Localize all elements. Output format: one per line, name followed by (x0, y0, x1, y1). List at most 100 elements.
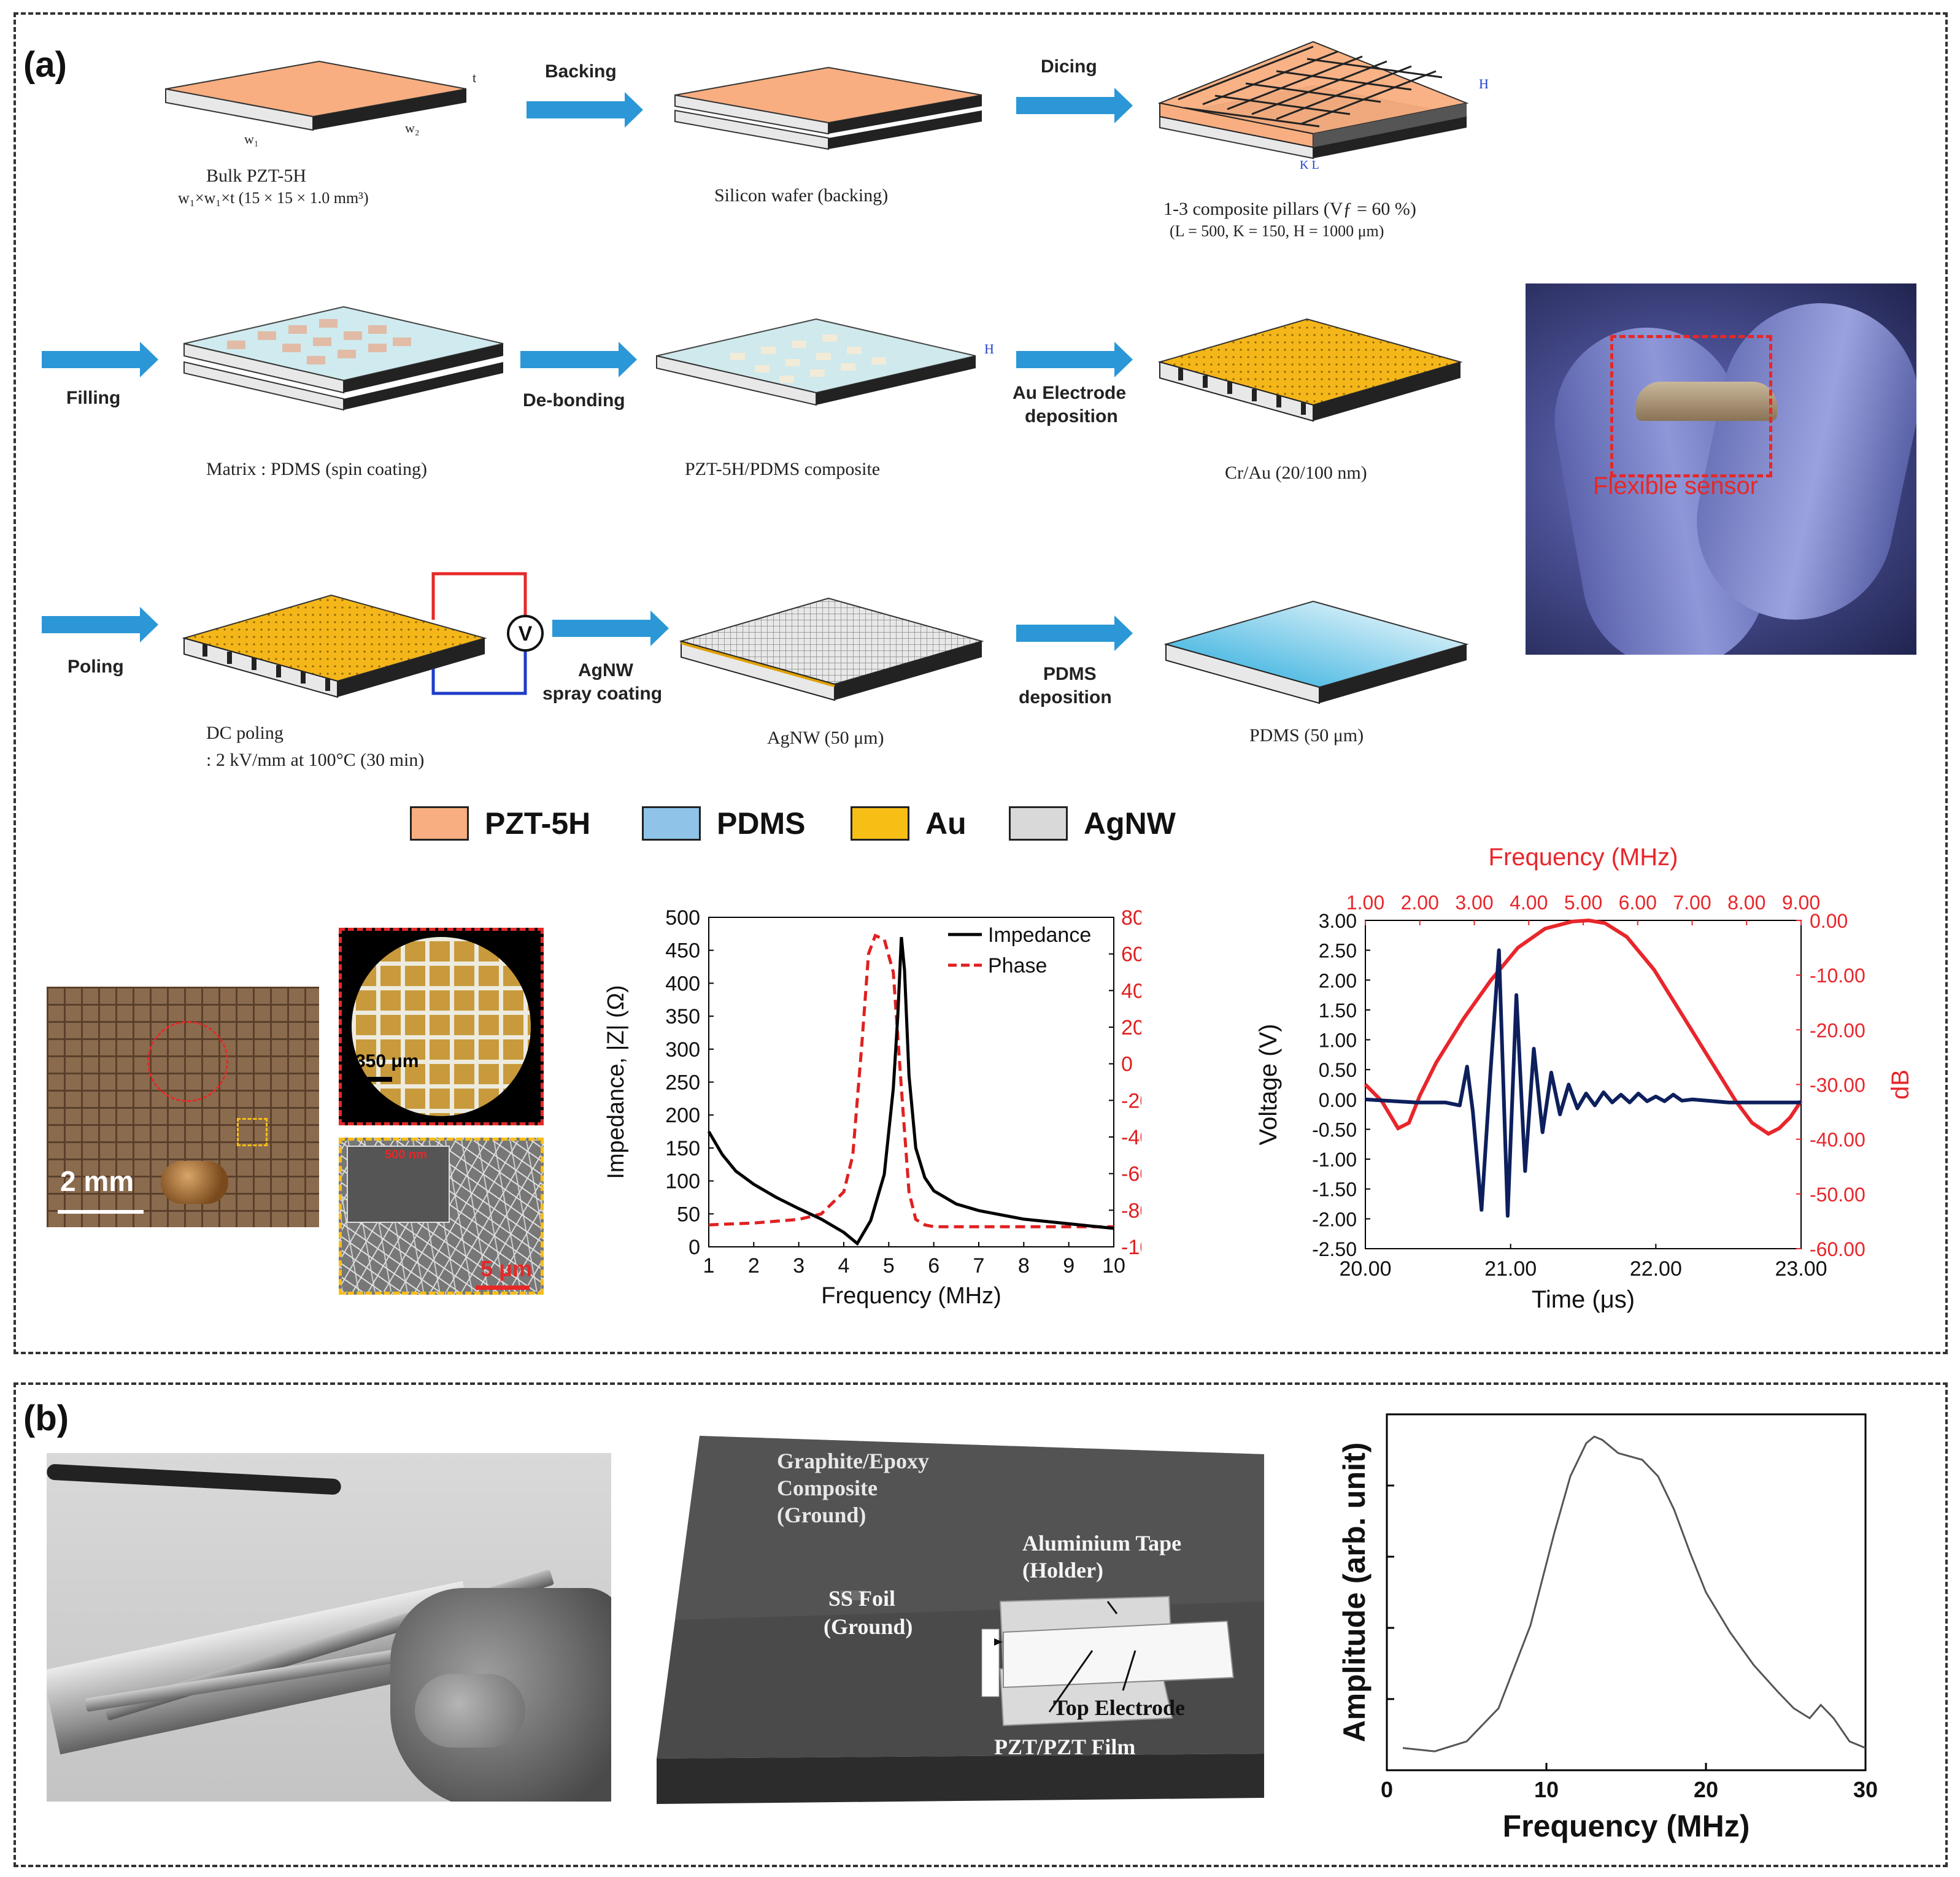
matrix-pdms-block (183, 306, 504, 411)
phase-series-line (708, 933, 1114, 1228)
bulk-pzt-block (165, 60, 467, 131)
step-filling: Filling (66, 388, 121, 408)
caption-bulk-1: Bulk PZT-5H (206, 166, 307, 186)
y2-tick-label: -80 (1121, 1199, 1141, 1222)
label-graphite-2: Composite (777, 1476, 878, 1500)
y-tick-label: 3.00 (1319, 910, 1357, 932)
step-pdms-deposition-2: deposition (1019, 687, 1112, 707)
y2-tick-label: 60 (1121, 943, 1141, 966)
x2-axis-title: Frequency (MHz) (1489, 844, 1678, 871)
caption-pillars-1: 1-3 composite pillars (Vƒ = 60 %) (1163, 199, 1416, 219)
dim-h-composite: H (984, 341, 994, 357)
dim-h-pillars: H (1479, 76, 1489, 91)
y-tick-label: 150 (665, 1137, 700, 1160)
y-tick-label: -2.50 (1312, 1238, 1357, 1260)
x2-tick-label: 6.00 (1619, 892, 1657, 914)
x2-tick-label: 5.00 (1564, 892, 1602, 914)
legend-pdms: PDMS (642, 806, 805, 841)
legend-swatch-au (851, 806, 909, 841)
step-poling: Poling (68, 657, 124, 677)
arrow-debonding (520, 342, 637, 377)
y-tick-label: 450 (665, 939, 700, 963)
y-tick-label: 0 (689, 1236, 700, 1259)
arrow-filling (42, 342, 158, 377)
y-tick-label: 1.00 (1319, 1030, 1357, 1052)
caption-silicon: Silicon wafer (backing) (714, 185, 889, 206)
x-axis-title: Frequency (MHz) (1503, 1809, 1750, 1843)
step-agnw-1: AgNW (578, 660, 633, 680)
caption-agnw: AgNW (50 μm) (767, 728, 884, 748)
step-pdms-deposition-1: PDMS (1043, 664, 1097, 684)
x-axis-title: Frequency (MHz) (821, 1283, 1001, 1309)
sem-marker-box (237, 1118, 268, 1146)
x-tick-label: 7 (973, 1254, 985, 1278)
y2-tick-label: -20.00 (1810, 1019, 1865, 1041)
legend-agnw: AgNW (1009, 806, 1176, 841)
y2-tick-label: 0.00 (1810, 910, 1848, 932)
composite-plate-photo: Graphite/Epoxy Composite (Ground) Alumin… (650, 1417, 1276, 1808)
y-tick-label: -2.00 (1312, 1208, 1357, 1230)
sem-image: 500 nm 5 μm (339, 1138, 544, 1295)
arrow-backing (527, 92, 643, 128)
y2-axis-title: dB (1887, 1070, 1914, 1100)
label-ss-foil-2: (Ground) (824, 1614, 913, 1639)
solder-blob (161, 1161, 228, 1204)
zoom-circle (147, 1021, 228, 1102)
x2-tick-label: 2.00 (1401, 892, 1439, 914)
label-pzt-film: PZT/PZT Film (994, 1735, 1136, 1759)
step-debonding: De-bonding (523, 390, 625, 410)
legend-phase-label: Phase (988, 954, 1047, 977)
legend-impedance-label: Impedance (988, 923, 1091, 947)
scale-label-5um: 5 μm (480, 1256, 533, 1281)
step-agnw-2: spray coating (542, 684, 663, 704)
scale-label-350um: 350 μm (355, 1051, 419, 1071)
caption-dc-poling-2: : 2 kV/mm at 100°C (30 min) (206, 750, 425, 770)
x-tick-label: 10 (1534, 1777, 1559, 1802)
zoom-inset-circle (352, 937, 531, 1116)
arrow-dicing (1016, 88, 1133, 123)
dim-kl: K L (1300, 158, 1319, 172)
x-tick-label: 30 (1853, 1777, 1878, 1802)
panel-a (14, 12, 1948, 1354)
caption-cr-au: Cr/Au (20/100 nm) (1225, 463, 1367, 483)
x-tick-label: 9 (1063, 1254, 1075, 1278)
flexible-sensor-label: Flexible sensor (1593, 472, 1759, 499)
arrow-pdms-deposition (1016, 615, 1133, 651)
sensor-highlight-box (1610, 335, 1772, 477)
x-axis-title: Time (μs) (1532, 1286, 1635, 1313)
caption-bulk-2: w₁×w₁×t (15 × 15 × 1.0 mm³) (178, 189, 369, 207)
x-tick-label: 2 (748, 1254, 760, 1278)
x-tick-label: 6 (928, 1254, 939, 1278)
x-tick-label: 10 (1102, 1254, 1125, 1278)
y2-tick-label: 20 (1121, 1016, 1141, 1039)
x2-tick-label: 8.00 (1727, 892, 1765, 914)
arrow-poling (42, 607, 158, 642)
sensor-device (1636, 382, 1777, 421)
y2-tick-label: -10.00 (1810, 965, 1865, 987)
pzt-pdms-composite-block (656, 318, 976, 406)
y-tick-label: 400 (665, 972, 700, 995)
legend-swatch-pdms (642, 806, 701, 841)
y-axis-title: Amplitude (arb. unit) (1337, 1443, 1372, 1743)
y2-tick-label: 40 (1121, 979, 1141, 1003)
dim-w2: w₂ (405, 120, 420, 136)
scale-label-500nm: 500 nm (385, 1148, 427, 1162)
step-dicing: Dicing (1041, 56, 1097, 77)
caption-pillars-2: (L = 500, K = 150, H = 1000 μm) (1170, 222, 1384, 240)
y-tick-label: 200 (665, 1104, 700, 1127)
y2-tick-label: -30.00 (1810, 1074, 1865, 1097)
pen (47, 1463, 342, 1495)
agnw-block (679, 597, 984, 701)
y2-tick-label: -60.00 (1810, 1238, 1865, 1260)
y-tick-label: 500 (665, 906, 700, 930)
x2-tick-label: 4.00 (1510, 892, 1548, 914)
amplitude-series-line (1402, 1435, 1866, 1752)
caption-pdms: PDMS (50 μm) (1249, 725, 1364, 746)
legend-label-pzt5h: PZT-5H (485, 806, 591, 841)
impedance-series-line (707, 936, 1114, 1246)
fft-spectrum-line (1364, 918, 1803, 1136)
y-tick-label: 0.00 (1319, 1089, 1357, 1111)
y-tick-label: 0.50 (1319, 1059, 1357, 1081)
sem-inset-image (347, 1146, 450, 1223)
